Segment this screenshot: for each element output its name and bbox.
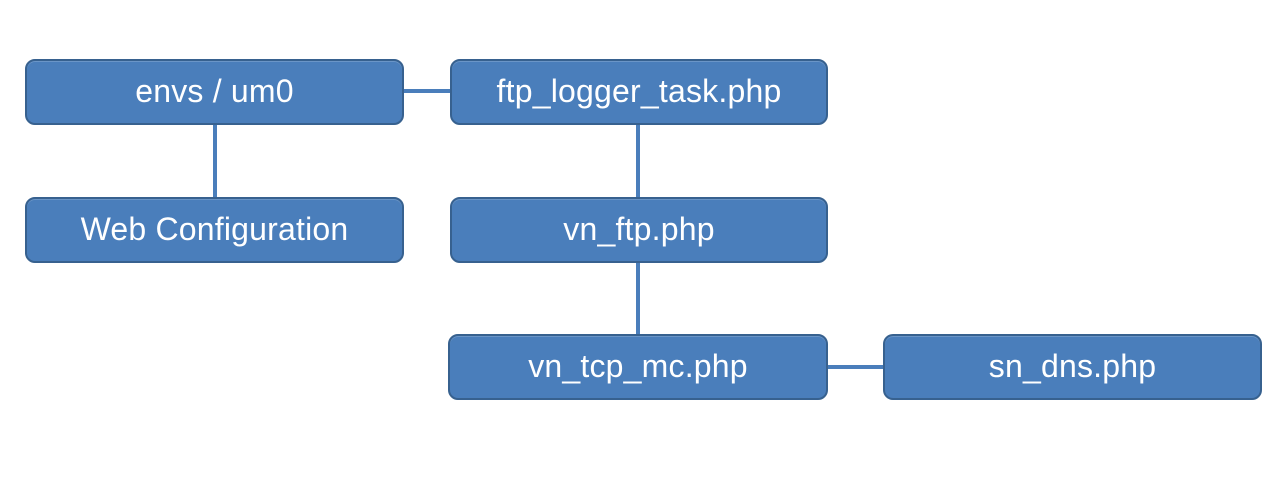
node-sn-dns[interactable]: sn_dns.php	[883, 334, 1262, 400]
node-web-configuration[interactable]: Web Configuration	[25, 197, 404, 263]
node-envs-um0[interactable]: envs / um0	[25, 59, 404, 125]
node-label-sn-dns: sn_dns.php	[988, 348, 1157, 384]
node-vn-ftp[interactable]: vn_ftp.php	[450, 197, 828, 263]
connector-envs-um0--ftp-logger-task	[404, 89, 450, 93]
connector-envs-um0--web-configuration	[213, 124, 217, 198]
node-vn-tcp-mc[interactable]: vn_tcp_mc.php	[448, 334, 828, 400]
node-label-vn-tcp-mc: vn_tcp_mc.php	[528, 348, 748, 384]
node-label-vn-ftp: vn_ftp.php	[563, 211, 715, 247]
node-ftp-logger-task[interactable]: ftp_logger_task.php	[450, 59, 828, 125]
node-label-web-configuration: Web Configuration	[80, 211, 349, 247]
connector-vn-tcp-mc--sn-dns	[828, 365, 883, 369]
connector-ftp-logger-task--vn-ftp	[636, 124, 640, 198]
node-label-envs-um0: envs / um0	[135, 73, 294, 109]
node-label-ftp-logger-task: ftp_logger_task.php	[496, 73, 782, 109]
connector-vn-ftp--vn-tcp-mc	[636, 262, 640, 335]
